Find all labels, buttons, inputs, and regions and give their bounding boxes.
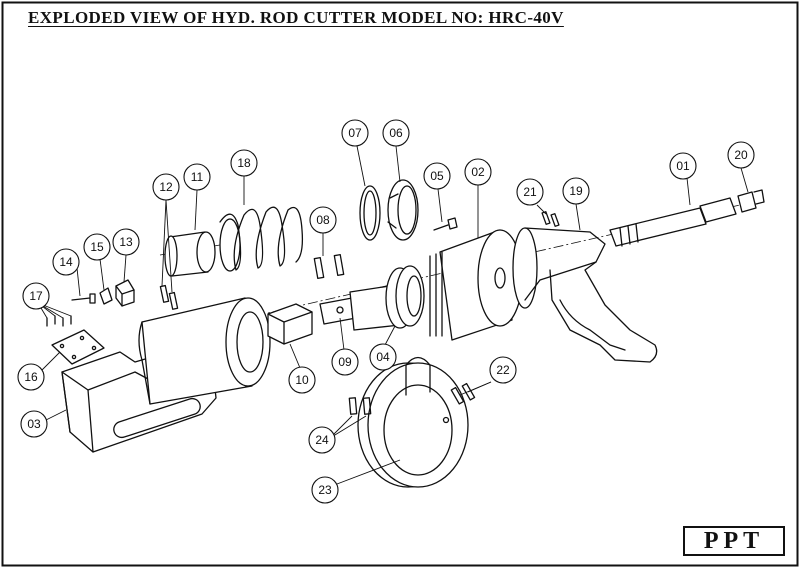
callout-24 xyxy=(308,426,336,454)
part-15-plate xyxy=(99,287,113,305)
callout-12 xyxy=(152,173,180,201)
callout-07 xyxy=(341,119,369,147)
callout-08 xyxy=(309,206,337,234)
callout-21 xyxy=(516,178,544,206)
callout-17-label: 17 xyxy=(29,289,43,303)
callout-06-label: 06 xyxy=(389,126,403,140)
callout-24-label: 24 xyxy=(315,433,329,447)
callout-13-label: 13 xyxy=(119,235,133,249)
part-19-handle-body xyxy=(512,227,658,363)
callout-09 xyxy=(331,348,359,376)
callout-bubbles xyxy=(17,119,755,504)
callout-20 xyxy=(727,141,755,169)
part-16-plate xyxy=(51,329,105,365)
part-11-sleeve xyxy=(164,231,216,277)
callout-04 xyxy=(369,343,397,371)
callout-19-label: 19 xyxy=(569,184,583,198)
callout-23 xyxy=(311,476,339,504)
cylinder-housing xyxy=(138,297,271,405)
part-10-square-block xyxy=(267,303,313,345)
callout-14 xyxy=(52,248,80,276)
callout-09-label: 09 xyxy=(338,355,352,369)
part-01-shaft xyxy=(609,197,737,247)
part-24-screws xyxy=(348,397,372,415)
part-02-cylinder-head xyxy=(429,229,523,341)
callout-13 xyxy=(112,228,140,256)
callout-18-label: 18 xyxy=(237,156,251,170)
callout-12-label: 12 xyxy=(159,180,173,194)
part-23-retaining-ring xyxy=(357,356,469,488)
part-04-piston xyxy=(349,265,425,331)
callout-07-label: 07 xyxy=(348,126,362,140)
callout-06 xyxy=(382,119,410,147)
part-06-seal xyxy=(387,179,419,241)
callout-03 xyxy=(20,410,48,438)
callout-14-label: 14 xyxy=(59,255,73,269)
callout-15 xyxy=(83,233,111,261)
callout-15-label: 15 xyxy=(90,240,104,254)
callout-08-label: 08 xyxy=(316,213,330,227)
callout-16 xyxy=(17,363,45,391)
callout-01-label: 01 xyxy=(676,159,690,173)
part-08-pins xyxy=(313,253,345,280)
callout-10-label: 10 xyxy=(295,373,309,387)
part-07-ring xyxy=(359,185,381,241)
drawing-title: EXPLODED VIEW OF HYD. ROD CUTTER MODEL N… xyxy=(28,8,564,27)
part-17-screws xyxy=(46,315,72,327)
callout-17 xyxy=(22,282,50,310)
callout-05 xyxy=(423,162,451,190)
part-21-pins xyxy=(541,211,560,227)
callout-19 xyxy=(562,177,590,205)
callout-22 xyxy=(489,356,517,384)
callout-11 xyxy=(183,163,211,191)
part-14-screw xyxy=(71,293,96,304)
part-18-spring xyxy=(219,206,304,272)
ppt-logo: PPT xyxy=(683,526,785,556)
callout-03-label: 03 xyxy=(27,417,41,431)
callout-01 xyxy=(669,152,697,180)
callout-18 xyxy=(230,149,258,177)
part-05-screw xyxy=(433,217,458,231)
callout-23-label: 23 xyxy=(318,483,332,497)
callout-20-label: 20 xyxy=(734,148,748,162)
callout-10 xyxy=(288,366,316,394)
callout-11-label: 11 xyxy=(191,170,204,184)
part-20-fitting xyxy=(737,189,765,213)
callout-16-label: 16 xyxy=(24,370,38,384)
callout-02 xyxy=(464,158,492,186)
callout-21-label: 21 xyxy=(523,185,537,199)
callout-22-label: 22 xyxy=(496,363,510,377)
part-13-block xyxy=(115,279,135,307)
callout-02-label: 02 xyxy=(471,165,485,179)
callout-05-label: 05 xyxy=(430,169,444,183)
callout-04-label: 04 xyxy=(376,350,390,364)
part-12-pins xyxy=(159,284,179,310)
